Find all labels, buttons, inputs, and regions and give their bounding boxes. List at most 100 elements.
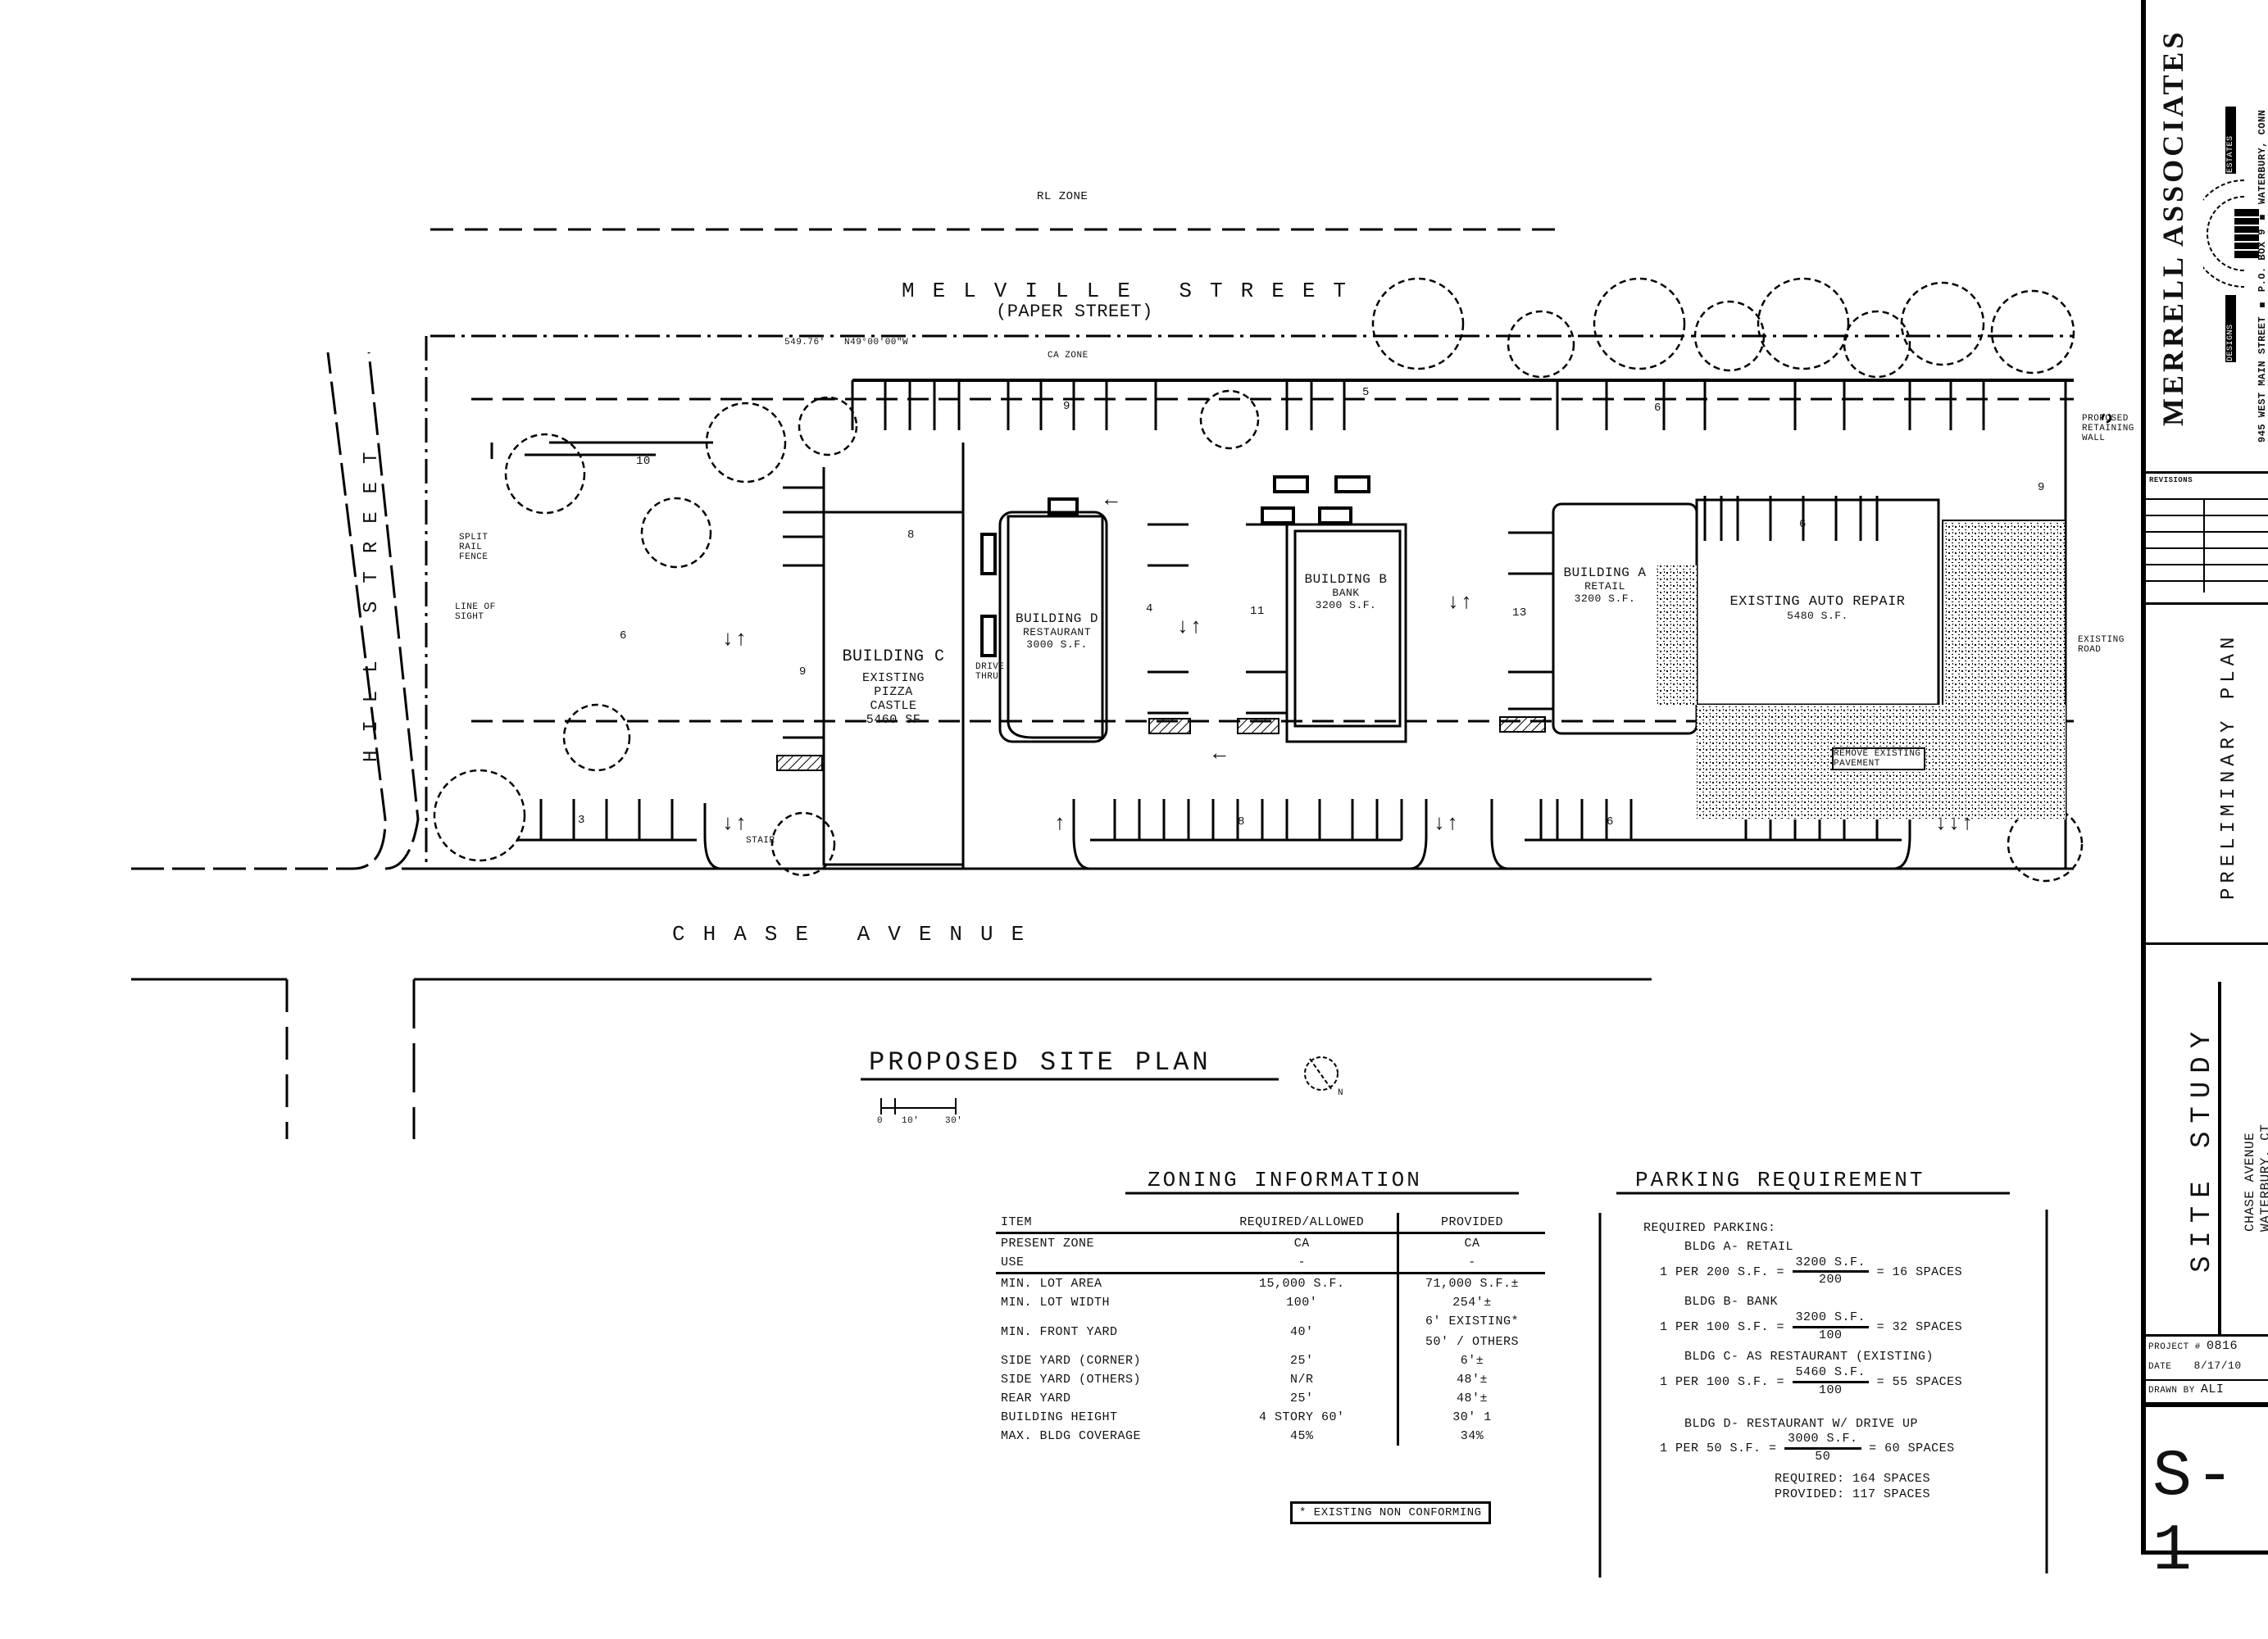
traffic-arrow-icon: ↓↑ xyxy=(1447,590,1474,615)
parking-count: 6 xyxy=(620,629,627,642)
street-name-bottom: CHASE AVENUE xyxy=(672,922,1043,947)
project-address-line1: CHASE AVENUE xyxy=(2243,1132,2257,1232)
rl-zone-label: RL ZONE xyxy=(1037,190,1089,203)
traffic-arrow-icon: ↓↑ xyxy=(1176,615,1203,639)
existing-road-label: EXISTING ROAD xyxy=(2078,635,2125,655)
building-b-label: BUILDING B BANK 3200 S.F. xyxy=(1304,572,1388,611)
parking-count: 3 xyxy=(578,814,585,827)
building-b-outline xyxy=(1285,523,1407,743)
parking-count: 6 xyxy=(1607,815,1614,829)
project-info: PROJECT # 0816 DATE 8/17/10 DRAWN BY ALI xyxy=(2146,1334,2268,1405)
parking-count: 6 xyxy=(1799,518,1807,531)
drawn-by-label: DRAWN BY xyxy=(2148,1386,2195,1396)
revisions-table: REVISIONS xyxy=(2146,471,2268,605)
north-arrow-icon xyxy=(1304,1056,1339,1091)
line-of-sight-label: LINE OF SIGHT xyxy=(455,602,496,622)
stair-label: STAIR xyxy=(746,836,775,846)
zoning-footnote: * EXISTING NON CONFORMING xyxy=(1290,1501,1491,1524)
survey-bearing: N49°00'00"W xyxy=(844,338,909,347)
traffic-arrow-icon: ↓↑ xyxy=(721,627,748,652)
cars xyxy=(980,475,1370,657)
zoning-table-title: ZONING INFORMATION xyxy=(1148,1168,1422,1192)
scale-label-10: 10' xyxy=(902,1116,920,1126)
sheet-number-area: S-1 xyxy=(2146,1402,2268,1589)
remove-pavement-label: REMOVE EXISTING PAVEMENT xyxy=(1832,747,1925,770)
drawing-title: PROPOSED SITE PLAN xyxy=(869,1047,1211,1078)
parking-calc-row: 1 PER 200 S.F. = 3200 S.F.200 = 16 SPACE… xyxy=(1660,1255,1963,1287)
survey-distance: 549.76' xyxy=(784,338,825,347)
sheet-number: S-1 xyxy=(2152,1440,2238,1589)
date-value: 8/17/10 xyxy=(2193,1360,2242,1372)
zoning-col-item: ITEM xyxy=(1001,1215,1033,1229)
parking-provided-total: PROVIDED: 117 SPACES xyxy=(1775,1487,1931,1501)
building-d-label: BUILDING D RESTAURANT 3000 S.F. xyxy=(1015,611,1098,651)
firm-logo-area: MERRELL ASSOCIATES DESIGNS ESTATES 945 W… xyxy=(2146,0,2268,471)
date-label: DATE xyxy=(2148,1362,2172,1372)
sheet-title: PRELIMINARY PLAN xyxy=(2218,632,2240,900)
accessible-hatch xyxy=(776,716,1546,771)
parking-count: 9 xyxy=(1063,400,1070,413)
parking-count: 4 xyxy=(1146,602,1153,615)
building-c-label: BUILDING C EXISTING PIZZA CASTLE 5460 SF xyxy=(842,647,945,727)
parking-requirement-block: REQUIRED PARKING: BLDG A- RETAIL 1 PER 2… xyxy=(1643,1221,2037,1502)
street-name-top: MELVILLE STREET xyxy=(902,279,1365,303)
scale-bar xyxy=(880,1098,957,1115)
traffic-arrow-icon: ↓↓↑ xyxy=(1934,811,1975,836)
zoning-col-provided: PROVIDED xyxy=(1397,1213,1545,1233)
drive-thru-label: DRIVE THRU xyxy=(975,662,1005,682)
parking-calc-row: 1 PER 100 S.F. = 5460 S.F.100 = 55 SPACE… xyxy=(1660,1365,1963,1397)
building-d-outline xyxy=(1007,515,1104,739)
firm-address: 945 WEST MAIN STREET ■ P.O. BOX 9 ■ WATE… xyxy=(2257,109,2268,443)
table-row: SIDE YARD (CORNER)25'6'± xyxy=(996,1351,1545,1370)
building-a-label: BUILDING A RETAIL 3200 S.F. xyxy=(1563,565,1647,605)
trees xyxy=(433,277,2112,883)
firm-tag-right: ESTATES xyxy=(2225,107,2236,174)
zoning-col-required: REQUIRED/ALLOWED xyxy=(1239,1215,1365,1229)
parking-count: 9 xyxy=(2038,481,2045,494)
project-number: 0816 xyxy=(2207,1339,2238,1353)
firm-name: MERRELL ASSOCIATES xyxy=(2157,29,2189,426)
sheet-title-area: PRELIMINARY PLAN xyxy=(2146,602,2268,945)
drawn-by-value: ALI xyxy=(2200,1382,2225,1396)
parking-count: 10 xyxy=(636,455,651,468)
parking-count: 9 xyxy=(799,665,807,679)
gravel-areas xyxy=(1656,520,2066,820)
parking-count: 8 xyxy=(907,529,915,542)
parking-count: 13 xyxy=(1512,606,1527,620)
revisions-label: REVISIONS xyxy=(2149,476,2193,484)
project-title: SITE STUDY xyxy=(2187,1023,2218,1273)
project-number-label: PROJECT # xyxy=(2148,1342,2201,1352)
firm-logo-icon xyxy=(2203,179,2259,288)
traffic-arrow-icon: ← xyxy=(1213,742,1227,766)
table-row: USE-- xyxy=(996,1253,1545,1274)
retaining-wall-label: PROPOSED RETAINING WALL xyxy=(2082,414,2134,443)
street-subtitle-top: (PAPER STREET) xyxy=(996,302,1153,322)
project-address-line2: WATERBURY, CT xyxy=(2258,1124,2268,1232)
scale-label-0: 0 xyxy=(877,1116,884,1126)
parking-count: 8 xyxy=(1238,815,1245,829)
parking-count: 11 xyxy=(1250,605,1265,618)
parking-calc-row: 1 PER 50 S.F. = 3000 S.F.50 = 60 SPACES xyxy=(1660,1432,1955,1464)
split-rail-label: SPLIT RAIL FENCE xyxy=(459,533,489,562)
north-label: N xyxy=(1338,1088,1344,1098)
traffic-arrow-icon: ↓↑ xyxy=(1433,811,1460,836)
auto-repair-label: EXISTING AUTO REPAIR 5480 S.F. xyxy=(1729,594,1906,622)
parking-table-title: PARKING REQUIREMENT xyxy=(1635,1168,1925,1192)
street-name-left: HILL STREET xyxy=(361,434,383,762)
parking-count: 5 xyxy=(1362,386,1370,399)
traffic-arrow-icon: ← xyxy=(1105,488,1119,512)
parking-calc-row: 1 PER 100 S.F. = 3200 S.F.100 = 32 SPACE… xyxy=(1660,1310,1963,1342)
parking-required-total: REQUIRED: 164 SPACES xyxy=(1775,1471,1931,1486)
parking-count: 6 xyxy=(1654,402,1661,415)
zoning-table: ITEM REQUIRED/ALLOWED PROVIDED PRESENT Z… xyxy=(996,1213,1545,1446)
title-block: MERRELL ASSOCIATES DESIGNS ESTATES 945 W… xyxy=(2141,0,2268,1589)
